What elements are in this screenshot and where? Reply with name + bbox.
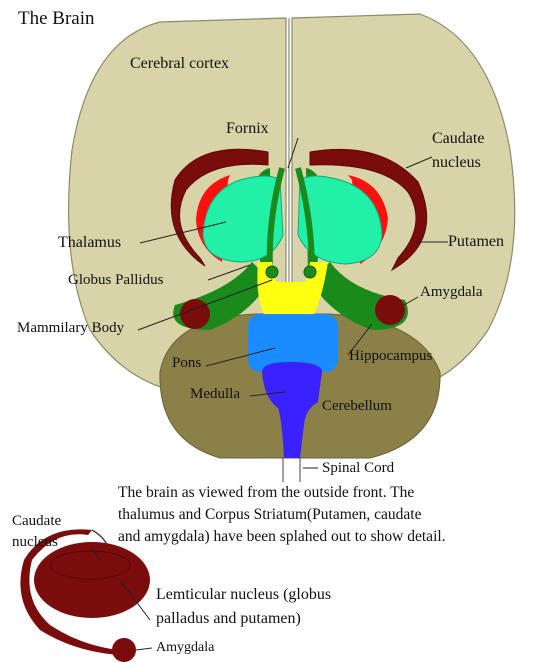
caption-line: thalumus and Corpus Striatum(Putamen, ca…	[118, 504, 547, 526]
label-cerebral-cortex: Cerebral cortex	[130, 55, 229, 73]
inset-label-amygdala: Amygdala	[156, 640, 214, 656]
label-caudate-line2: nucleus	[432, 154, 481, 172]
inset-label-lenticular-line1: Lemticular nucleus (globus	[156, 586, 331, 604]
label-cerebellum: Cerebellum	[322, 398, 392, 415]
inset-amygdala	[112, 638, 136, 662]
mammilary-body-left	[266, 266, 278, 278]
label-thalamus: Thalamus	[58, 234, 121, 252]
mammilary-body-right	[304, 266, 316, 278]
label-mammilary-body: Mammilary Body	[17, 320, 124, 337]
inset-label-lenticular-line2: palladus and putamen)	[156, 610, 301, 628]
caption-line: The brain as viewed from the outside fro…	[118, 482, 547, 504]
label-caudate-line1: Caudate	[432, 130, 484, 148]
label-hippocampus: Hippocampus	[349, 348, 432, 365]
label-fornix: Fornix	[226, 120, 269, 138]
label-putamen: Putamen	[448, 233, 504, 251]
caption: The brain as viewed from the outside fro…	[118, 482, 547, 548]
caption-line: and amygdala) have been splahed out to s…	[118, 526, 547, 548]
label-globus-pallidus: Globus Pallidus	[68, 272, 163, 289]
label-medulla: Medulla	[190, 386, 240, 403]
label-amygdala: Amygdala	[420, 284, 482, 301]
page-title: The Brain	[18, 8, 95, 30]
inset-label-caudate-line2: nucleus	[12, 534, 58, 551]
label-pons: Pons	[172, 355, 201, 372]
inset-label-caudate-line1: Caudate	[12, 513, 61, 530]
inset-lenticular	[34, 542, 150, 618]
amygdala-right	[375, 295, 405, 325]
label-spinal-cord: Spinal Cord	[322, 460, 394, 477]
amygdala-left	[180, 299, 210, 329]
